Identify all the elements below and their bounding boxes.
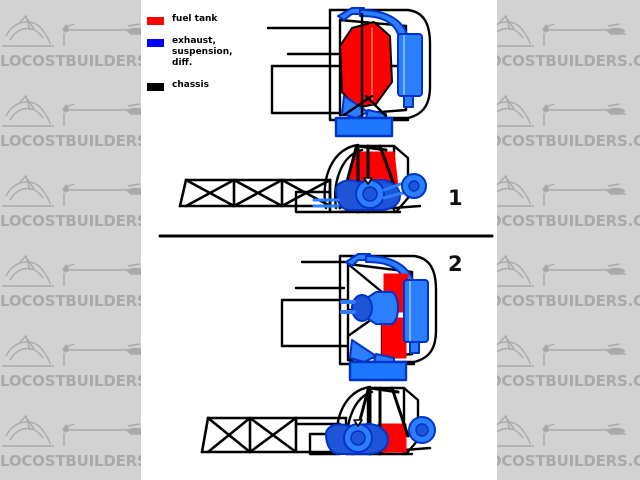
- legend-label-fuel-tank: fuel tank: [172, 14, 218, 24]
- fig2-front-differential: [340, 291, 399, 325]
- fig1-front-silencer: [397, 33, 423, 108]
- fig1-side-differential: [312, 179, 401, 211]
- chassis-swatch-icon: [147, 83, 164, 91]
- fig1-front-diff-box: [334, 116, 394, 138]
- fig2-side-chassis-rails: [200, 416, 348, 454]
- figure-1-side-view: [178, 143, 427, 214]
- figure-number-1: 1: [448, 186, 463, 210]
- exhaust-swatch-icon: [147, 39, 164, 47]
- fig1-front-outrigger-lines: [266, 26, 342, 115]
- legend-label-exhaust-suspension-diff: exhaust, suspension, diff.: [172, 36, 233, 68]
- figure-2-side-view: [200, 385, 436, 456]
- legend-item-exhaust-suspension-diff: exhaust, suspension, diff.: [147, 36, 257, 69]
- legend-label-chassis: chassis: [172, 80, 209, 90]
- fig1-side-pivot: [363, 177, 373, 185]
- fig1-front-stays: [342, 12, 388, 122]
- white-paper-panel: [141, 0, 497, 480]
- figure-2-front-view: [280, 253, 438, 382]
- legend-item-chassis: chassis: [147, 80, 257, 91]
- fig1-side-driveshaft-hub: [382, 173, 427, 200]
- fig2-front-diff-box: [348, 360, 408, 382]
- legend: fuel tank exhaust, suspension, diff. cha…: [147, 14, 257, 102]
- fig2-front-silencer: [403, 279, 429, 354]
- fuel-tank-swatch-icon: [147, 17, 164, 25]
- fig2-side-hub: [408, 416, 436, 444]
- legend-item-fuel-tank: fuel tank: [147, 14, 257, 25]
- figure-1-front-view: [266, 7, 432, 138]
- fig1-front-fuel-tank: [339, 21, 393, 109]
- fig2-side-pivot: [353, 419, 363, 427]
- fig2-side-differential: [325, 423, 389, 455]
- figure-number-2: 2: [448, 252, 463, 276]
